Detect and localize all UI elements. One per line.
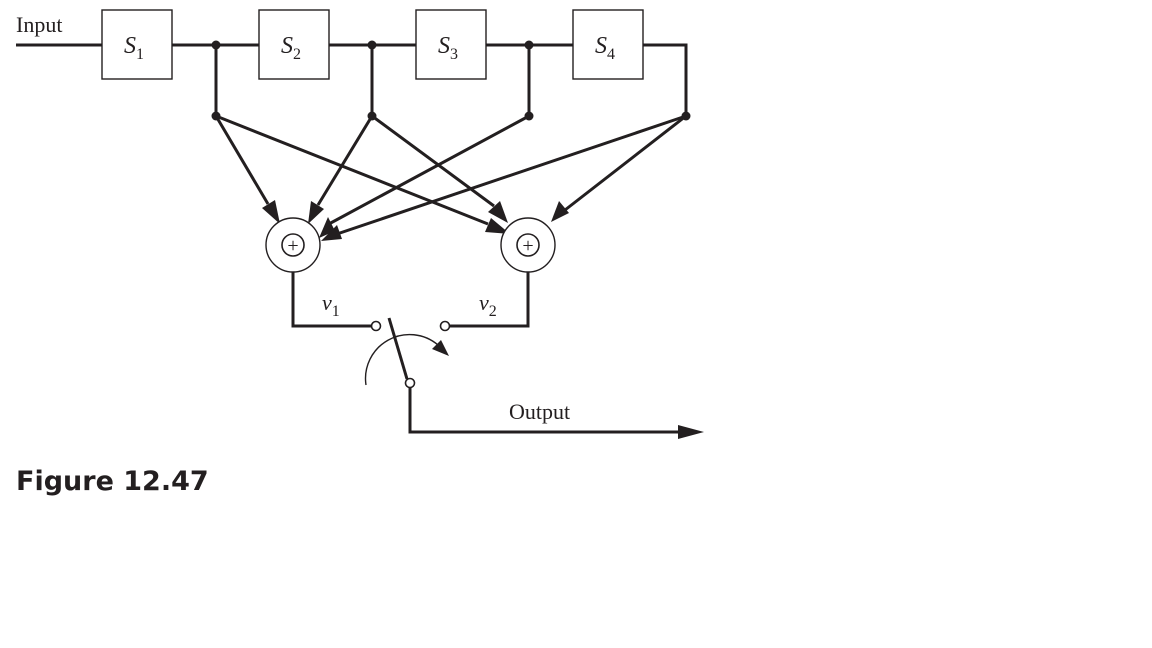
tap1-to-adder1 (214, 115, 270, 205)
adder-2-symbol: + (522, 235, 533, 257)
commutator-switch (364, 317, 451, 389)
adder-output-wires (291, 272, 530, 328)
stage-s4-letter: S (595, 33, 607, 59)
svg-text:S3: S3 (438, 33, 458, 63)
stage-s4-subscript: 4 (607, 46, 615, 63)
adder-1-symbol: + (287, 235, 298, 257)
stage-s1-letter: S (124, 33, 136, 59)
figure-caption: Figure 12.47 (16, 466, 209, 497)
svg-text:v1: v1 (322, 290, 340, 320)
stage-s1-subscript: 1 (136, 46, 144, 63)
svg-text:S4: S4 (595, 33, 615, 63)
v1-subscript: 1 (332, 303, 340, 320)
svg-text:S2: S2 (281, 33, 301, 63)
register-chain-wires (16, 43, 688, 116)
v1-letter: v (322, 290, 332, 315)
tap4-to-adder1 (333, 114, 687, 237)
tap1-to-adder2 (215, 114, 489, 226)
stage-s3: S3 (415, 9, 487, 80)
stage-s2: S2 (258, 9, 330, 80)
stage-s3-letter: S (438, 33, 450, 59)
input-label: Input (16, 12, 62, 37)
stage-s2-letter: S (281, 33, 293, 59)
stage-s4: S4 (572, 9, 644, 80)
tap2-to-adder2 (371, 114, 495, 208)
tap2-to-adder1 (316, 115, 374, 206)
tap-to-adder-connections (214, 114, 687, 237)
stage-s2-subscript: 2 (293, 46, 301, 63)
svg-text:S1: S1 (124, 33, 144, 63)
tap4-to-adder2 (564, 114, 687, 212)
tap3-to-adder1 (326, 114, 530, 227)
adder-2: + (500, 217, 556, 273)
connection-arrowheads (262, 200, 569, 241)
v2-letter: v (479, 290, 489, 315)
v2-subscript: 2 (489, 303, 497, 320)
adder-1: + (265, 217, 321, 273)
stage-s3-subscript: 3 (450, 46, 458, 63)
tap-lines (214, 45, 531, 116)
stage-s1: S1 (101, 9, 173, 80)
svg-text:v2: v2 (479, 290, 497, 320)
output-line (408, 388, 704, 439)
output-label: Output (509, 399, 570, 424)
